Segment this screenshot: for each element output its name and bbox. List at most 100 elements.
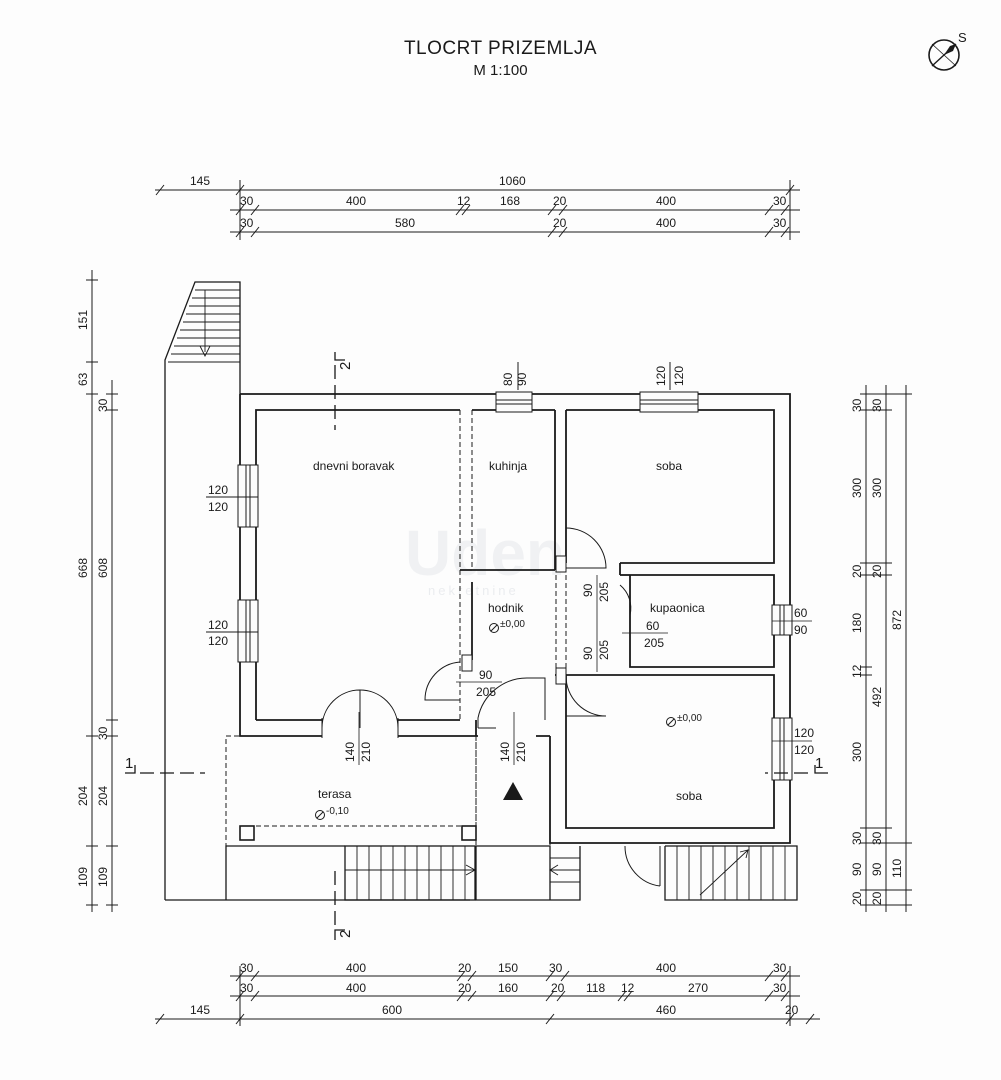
dim-right-m30b: 30 xyxy=(870,831,884,845)
dim-right-20a: 20 xyxy=(850,564,864,578)
dim-left-63: 63 xyxy=(76,372,90,386)
plan-title: TLOCRT PRIZEMLJA xyxy=(403,38,598,59)
compass-icon xyxy=(928,39,960,71)
dim-bot-r1-0: 30 xyxy=(240,961,254,975)
dim-bot-r2-5: 118 xyxy=(586,981,605,995)
dim-top-r3-3: 400 xyxy=(656,216,676,230)
dim-bot-r1-6: 30 xyxy=(773,961,787,975)
entrance-arrow-icon xyxy=(503,782,523,800)
op-wrb-1: 120 xyxy=(794,726,814,740)
dim-left-668: 668 xyxy=(76,558,90,578)
dim-right-m492: 492 xyxy=(870,687,884,707)
dim-right-110: 110 xyxy=(890,859,904,878)
op-wr-2: 120 xyxy=(672,366,686,386)
dim-bot-r1-5: 400 xyxy=(656,961,676,975)
op-dl-1: 90 xyxy=(479,668,493,682)
windows xyxy=(237,391,793,781)
op-de-2: 210 xyxy=(514,742,528,762)
op-dh2-2: 205 xyxy=(597,640,611,660)
dim-top-r2-4: 20 xyxy=(553,194,567,208)
dim-bot-r2-0: 30 xyxy=(240,981,254,995)
dim-right-m300: 300 xyxy=(870,478,884,498)
dims-bottom xyxy=(155,966,820,1026)
dim-left-204b: 204 xyxy=(96,786,110,806)
op-dh1-1: 90 xyxy=(581,583,595,597)
dim-right-300b: 300 xyxy=(850,742,864,762)
level-markers xyxy=(315,623,676,820)
dim-right-30b: 30 xyxy=(850,831,864,845)
dim-right-m30a: 30 xyxy=(870,398,884,412)
section-1-right: 1 xyxy=(815,755,823,772)
plan-scale: M 1:100 xyxy=(473,62,528,79)
dim-right-m20: 20 xyxy=(870,564,884,578)
dims-left xyxy=(86,270,118,912)
dim-left-109b: 109 xyxy=(96,867,110,887)
dim-bot-r2-3: 160 xyxy=(498,981,518,995)
op-dh2-1: 90 xyxy=(581,646,595,660)
dim-top-r2-2: 12 xyxy=(457,194,471,208)
room-kitchen: kuhinja xyxy=(489,459,527,473)
op-wl1-2: 120 xyxy=(208,500,228,514)
room-bath: kupaonica xyxy=(650,601,705,615)
op-db-2: 205 xyxy=(644,636,664,650)
dim-bot-r2-2: 20 xyxy=(458,981,472,995)
dim-right-m90: 90 xyxy=(870,862,884,876)
dims-top xyxy=(155,180,800,240)
dim-bot-r3-0: 145 xyxy=(190,1003,210,1017)
op-dt-2: 210 xyxy=(359,742,373,762)
dim-left-109: 109 xyxy=(76,867,90,887)
op-wl2-1: 120 xyxy=(208,618,228,632)
dim-top-r2-0: 30 xyxy=(240,194,254,208)
dims-right xyxy=(860,385,912,912)
level-hall: ±0,00 xyxy=(500,619,525,630)
dim-top-145: 145 xyxy=(190,174,210,188)
dim-right-30a: 30 xyxy=(850,398,864,412)
watermark-sub: nekretnine xyxy=(428,583,519,598)
dim-right-180: 180 xyxy=(850,613,864,633)
dim-bot-r2-6: 12 xyxy=(621,981,635,995)
dim-top-r3-0: 30 xyxy=(240,216,254,230)
dim-left-608: 608 xyxy=(96,558,110,578)
compass-label: S xyxy=(958,30,967,45)
op-wl1-1: 120 xyxy=(208,483,228,497)
dim-right-20b: 20 xyxy=(850,891,864,905)
op-de-1: 140 xyxy=(498,742,512,762)
dim-left-30b: 30 xyxy=(96,726,110,740)
op-wk-1: 80 xyxy=(501,372,515,386)
dim-bot-r1-1: 400 xyxy=(346,961,366,975)
dim-right-90a: 90 xyxy=(850,862,864,876)
section-lines xyxy=(125,352,828,940)
op-wb-1: 60 xyxy=(794,606,808,620)
op-wk-2: 90 xyxy=(515,372,529,386)
op-wr-1: 120 xyxy=(654,366,668,386)
dim-top-r2-6: 30 xyxy=(773,194,787,208)
dim-bot-r3-3: 20 xyxy=(785,1003,799,1017)
dim-bot-r2-1: 400 xyxy=(346,981,366,995)
dim-bot-r1-4: 30 xyxy=(549,961,563,975)
dim-bot-r3-2: 460 xyxy=(656,1003,676,1017)
op-wl2-2: 120 xyxy=(208,634,228,648)
watermark-logo: Uden xyxy=(405,517,565,589)
level-room: ±0,00 xyxy=(677,713,702,724)
site-outline xyxy=(164,281,798,901)
dim-top-1060: 1060 xyxy=(499,174,526,188)
room-hall: hodnik xyxy=(488,601,524,615)
dim-right-12: 12 xyxy=(850,664,864,678)
dim-bot-r1-3: 150 xyxy=(498,961,518,975)
dim-top-r2-5: 400 xyxy=(656,194,676,208)
dim-bot-r3-1: 600 xyxy=(382,1003,402,1017)
dim-top-r2-3: 168 xyxy=(500,194,520,208)
section-1-left: 1 xyxy=(125,755,133,772)
dim-top-r3-1: 580 xyxy=(395,216,415,230)
dim-left-30a: 30 xyxy=(96,398,110,412)
section-2-top: 2 xyxy=(337,362,354,370)
op-dl-2: 205 xyxy=(476,685,496,699)
op-wb-2: 90 xyxy=(794,623,808,637)
dim-bot-r2-8: 30 xyxy=(773,981,787,995)
dim-top-r3-2: 20 xyxy=(553,216,567,230)
dim-right-300a: 300 xyxy=(850,478,864,498)
room-bottom: soba xyxy=(676,789,702,803)
op-dt-1: 140 xyxy=(343,742,357,762)
dim-right-872: 872 xyxy=(890,610,904,630)
